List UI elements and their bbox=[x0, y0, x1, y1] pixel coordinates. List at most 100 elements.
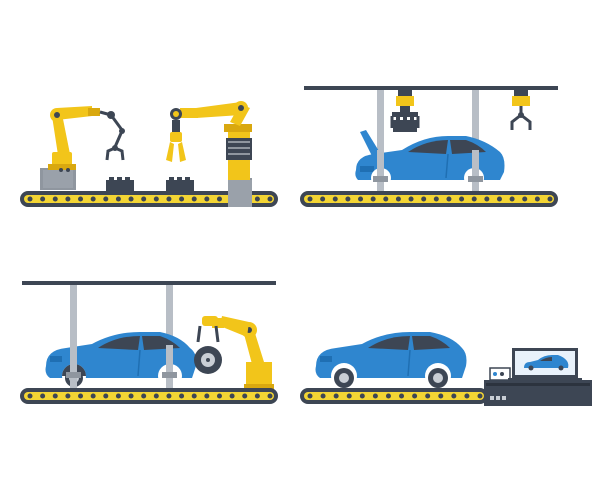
roller-icon bbox=[153, 196, 159, 202]
roller-icon bbox=[216, 196, 222, 202]
roller-icon bbox=[141, 196, 147, 202]
roller-icon bbox=[115, 196, 121, 202]
roller-icon bbox=[191, 393, 197, 399]
roller-icon bbox=[141, 393, 147, 399]
roller-icon bbox=[115, 393, 121, 399]
computer-icon bbox=[484, 367, 592, 406]
roller-icon bbox=[383, 196, 389, 202]
pillar-clamp bbox=[468, 176, 483, 182]
robot-pedestal bbox=[228, 180, 252, 207]
roller-icon bbox=[52, 196, 58, 202]
roller-icon bbox=[103, 393, 109, 399]
car-icon bbox=[315, 332, 467, 389]
roller-icon bbox=[534, 196, 540, 202]
pillar-support bbox=[70, 345, 77, 389]
roller-icon bbox=[254, 393, 260, 399]
panel-wheel-mounting bbox=[20, 281, 278, 404]
roller-icon bbox=[90, 196, 96, 202]
roller-icon bbox=[27, 393, 33, 399]
roller-icon bbox=[333, 393, 339, 399]
roller-icon bbox=[27, 196, 33, 202]
roller-icon bbox=[412, 393, 418, 399]
gripper-icon bbox=[390, 90, 420, 132]
panel-car-assembly bbox=[300, 86, 558, 207]
conveyor-rollers bbox=[307, 393, 483, 399]
conveyor-rollers bbox=[27, 393, 273, 399]
roller-icon bbox=[471, 196, 477, 202]
roller-icon bbox=[103, 196, 109, 202]
conveyor-belt bbox=[300, 191, 558, 207]
roller-icon bbox=[128, 393, 134, 399]
roller-icon bbox=[346, 393, 352, 399]
roller-icon bbox=[128, 196, 134, 202]
panel-robot-arms bbox=[20, 101, 278, 207]
roller-icon bbox=[433, 196, 439, 202]
overhead-rail-icon bbox=[304, 86, 558, 90]
car-icon bbox=[45, 332, 197, 388]
pillar-clamp bbox=[66, 372, 81, 378]
conveyor-belt bbox=[20, 191, 278, 207]
roller-icon bbox=[345, 196, 351, 202]
roller-icon bbox=[395, 196, 401, 202]
roller-icon bbox=[267, 196, 273, 202]
roller-icon bbox=[65, 393, 71, 399]
pillar-support bbox=[166, 345, 173, 389]
roller-icon bbox=[477, 393, 483, 399]
roller-icon bbox=[408, 196, 414, 202]
roller-icon bbox=[254, 196, 260, 202]
roller-icon bbox=[267, 393, 273, 399]
pillar-support bbox=[472, 150, 479, 194]
roller-icon bbox=[385, 393, 391, 399]
roller-icon bbox=[399, 393, 405, 399]
roller-icon bbox=[358, 196, 364, 202]
roller-icon bbox=[307, 196, 313, 202]
engine-part-icon bbox=[166, 177, 194, 192]
roller-icon bbox=[191, 196, 197, 202]
roller-icon bbox=[370, 196, 376, 202]
robot-arm-icon bbox=[196, 316, 274, 390]
roller-icon bbox=[451, 393, 457, 399]
roller-icon bbox=[166, 196, 172, 202]
roller-icon bbox=[372, 393, 378, 399]
roller-icon bbox=[242, 393, 248, 399]
roller-icon bbox=[52, 393, 58, 399]
roller-icon bbox=[509, 196, 515, 202]
pillar bbox=[377, 90, 384, 194]
roller-icon bbox=[204, 393, 210, 399]
monitor-icon bbox=[508, 348, 582, 382]
pillar-clamp bbox=[373, 176, 388, 182]
roller-icon bbox=[425, 393, 431, 399]
roller-icon bbox=[153, 393, 159, 399]
robot-arm-icon bbox=[40, 106, 125, 190]
roller-icon bbox=[547, 196, 553, 202]
roller-icon bbox=[320, 393, 326, 399]
gripper-icon bbox=[510, 90, 532, 130]
pillar-clamp bbox=[162, 372, 177, 378]
roller-icon bbox=[78, 196, 84, 202]
roller-icon bbox=[522, 196, 528, 202]
car-icon bbox=[355, 130, 505, 188]
roller-icon bbox=[90, 393, 96, 399]
roller-icon bbox=[78, 393, 84, 399]
roller-icon bbox=[332, 196, 338, 202]
roller-icon bbox=[166, 393, 172, 399]
roller-icon bbox=[65, 196, 71, 202]
roller-icon bbox=[438, 393, 444, 399]
pillar-support bbox=[377, 150, 384, 194]
pillar bbox=[70, 285, 77, 389]
roller-icon bbox=[204, 196, 210, 202]
roller-icon bbox=[496, 196, 502, 202]
roller-icon bbox=[229, 393, 235, 399]
conveyor-rollers bbox=[27, 196, 273, 202]
roller-icon bbox=[484, 196, 490, 202]
roller-icon bbox=[179, 196, 185, 202]
conveyor-belt bbox=[300, 388, 488, 404]
roller-icon bbox=[40, 196, 46, 202]
conveyor-belt bbox=[20, 388, 278, 404]
roller-icon bbox=[421, 196, 427, 202]
panel-finished-car bbox=[300, 332, 592, 406]
wheel-icon bbox=[194, 346, 222, 374]
conveyor-rollers bbox=[307, 196, 553, 202]
roller-icon bbox=[446, 196, 452, 202]
